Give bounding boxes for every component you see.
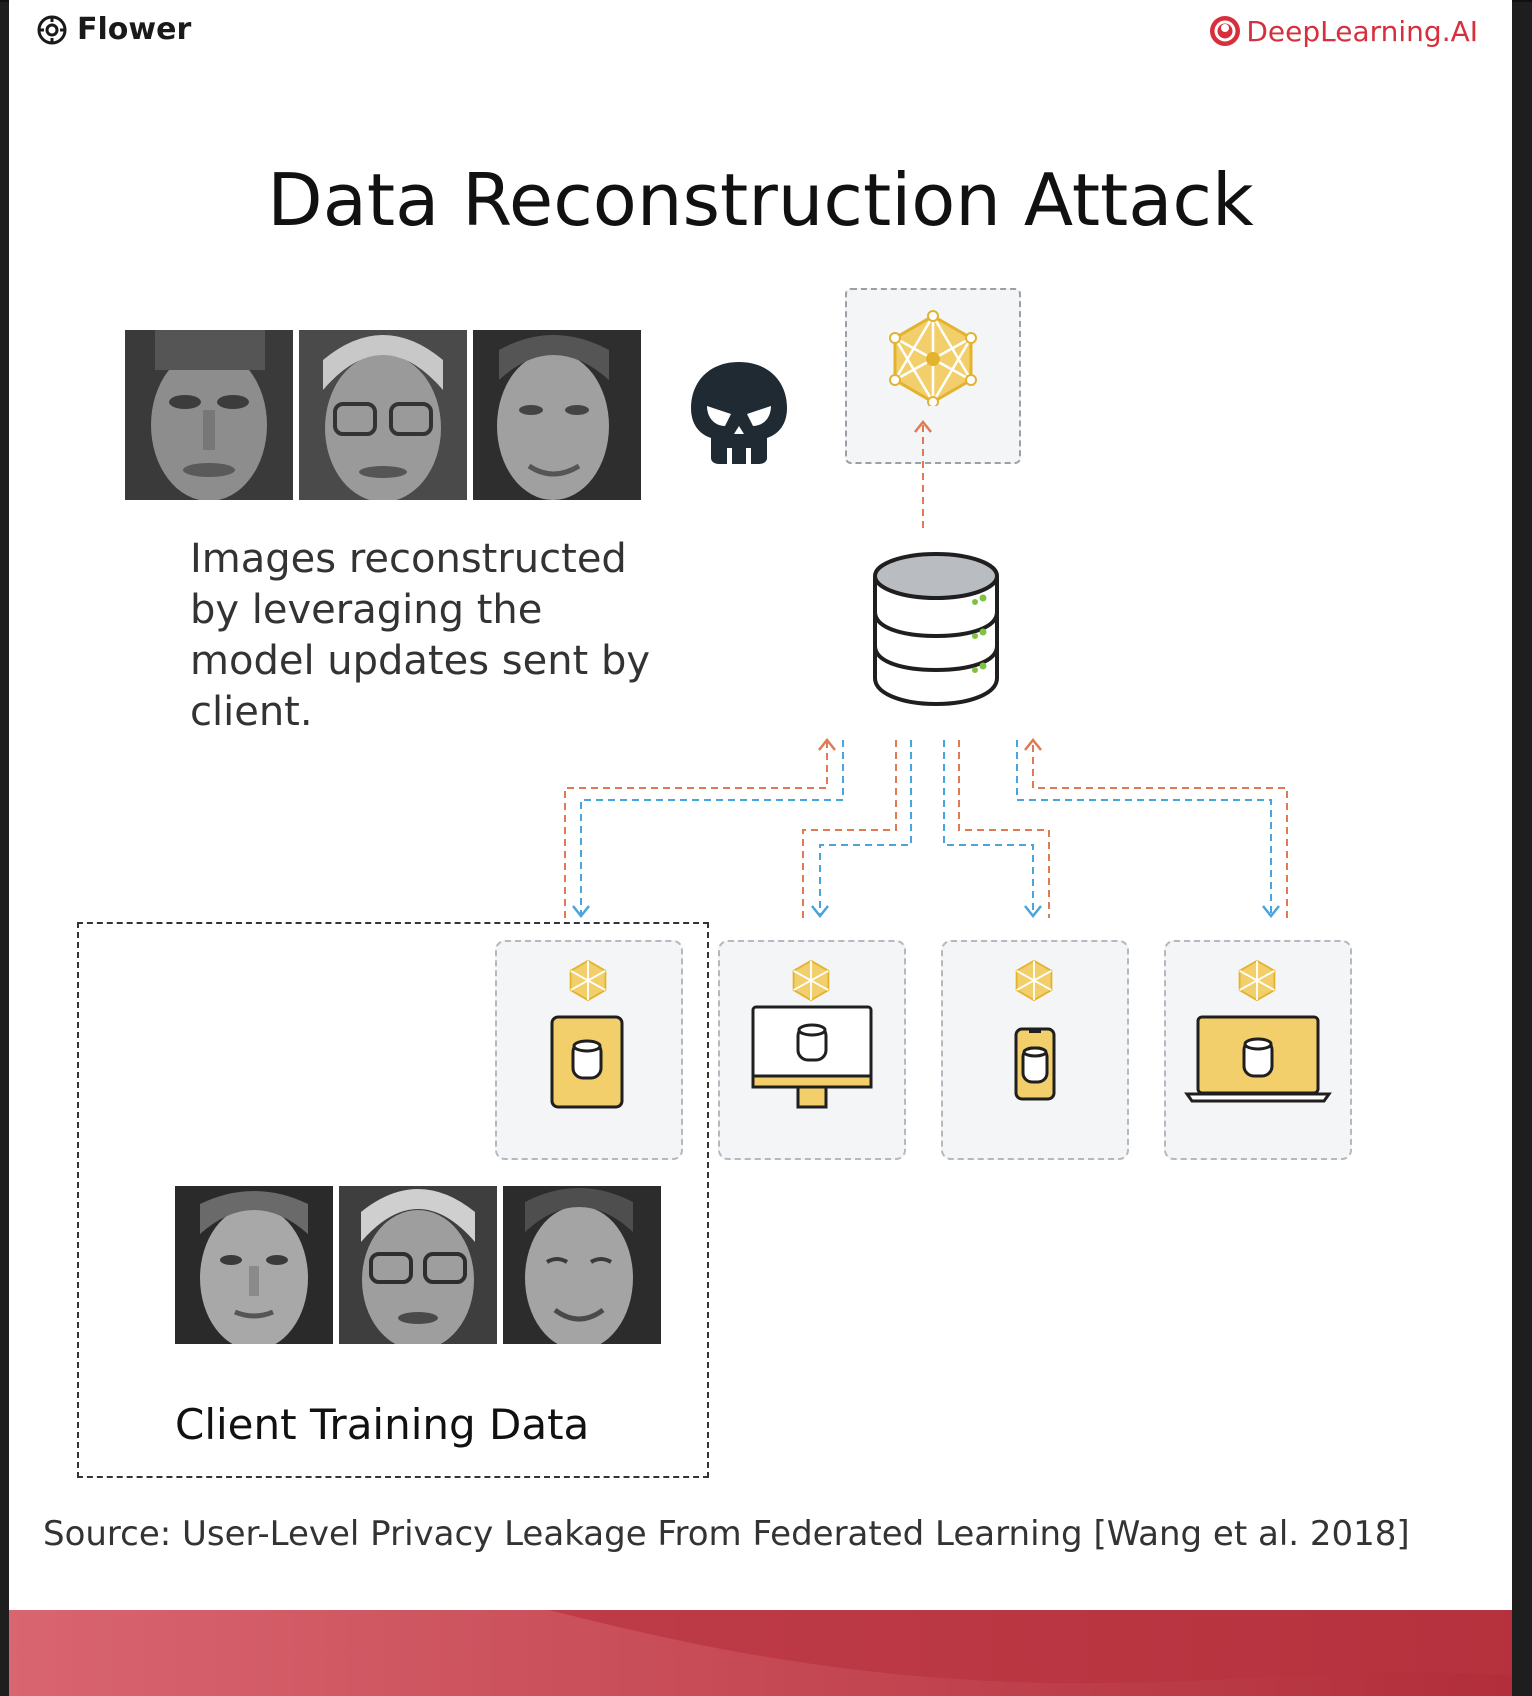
deeplearning-logo: DeepLearning.AI — [1208, 14, 1478, 48]
training-face-3 — [503, 1186, 661, 1344]
reconstructed-face-1 — [125, 330, 293, 500]
global-model-box — [845, 288, 1021, 464]
client-model-icon — [1238, 959, 1276, 1002]
download-arrow-client-3 — [943, 740, 1034, 914]
flower-brand-text: Flower — [77, 12, 192, 47]
training-face-1 — [175, 1186, 333, 1344]
client-laptop — [1164, 940, 1352, 1160]
slide-title: Data Reconstruction Attack — [267, 158, 1254, 242]
download-arrow-client-1 — [580, 740, 844, 914]
flower-logo: Flower — [35, 12, 191, 47]
slide: Flower DeepLearning.AI Data Reconstructi… — [9, 0, 1512, 1696]
tablet-icon — [550, 1015, 624, 1109]
client-phone — [941, 940, 1129, 1160]
upload-arrow-client-1 — [564, 740, 828, 918]
client-training-data-frame — [77, 922, 709, 1478]
client-model-icon — [569, 959, 607, 1002]
neural-network-icon — [889, 310, 977, 406]
client-training-images — [175, 1186, 661, 1344]
phone-icon — [1014, 1027, 1056, 1101]
reconstructed-images — [125, 330, 641, 500]
reconstruction-caption: Images reconstructed by leveraging the m… — [190, 536, 651, 735]
bottom-decorative-band — [9, 1610, 1512, 1696]
reconstructed-face-2 — [299, 330, 467, 500]
skull-icon — [691, 362, 787, 464]
download-arrow-client-4 — [1016, 740, 1272, 914]
download-arrow-client-2 — [819, 740, 912, 914]
deeplearning-logo-icon — [1210, 16, 1241, 46]
client-model-icon — [792, 959, 830, 1002]
client-model-icon — [1015, 959, 1053, 1002]
source-citation: Source: User-Level Privacy Leakage From … — [43, 1514, 1410, 1554]
upload-arrow-client-2 — [802, 740, 897, 918]
database-server-icon — [873, 552, 999, 707]
desktop-icon — [751, 1005, 873, 1109]
connection-arrows — [564, 419, 1288, 919]
deeplearning-brand-text: DeepLearning.AI — [1246, 14, 1478, 48]
flower-logo-icon — [37, 15, 67, 44]
client-desktop — [718, 940, 906, 1160]
bottom-wave — [9, 1610, 1512, 1696]
reconstructed-face-3 — [473, 330, 641, 500]
client-training-data-label: Client Training Data — [175, 1400, 590, 1449]
training-face-2 — [339, 1186, 497, 1344]
client-tablet — [495, 940, 683, 1160]
upload-arrow-client-3 — [958, 740, 1050, 918]
laptop-icon — [1184, 1015, 1332, 1103]
upload-arrow-client-4 — [1032, 740, 1288, 918]
